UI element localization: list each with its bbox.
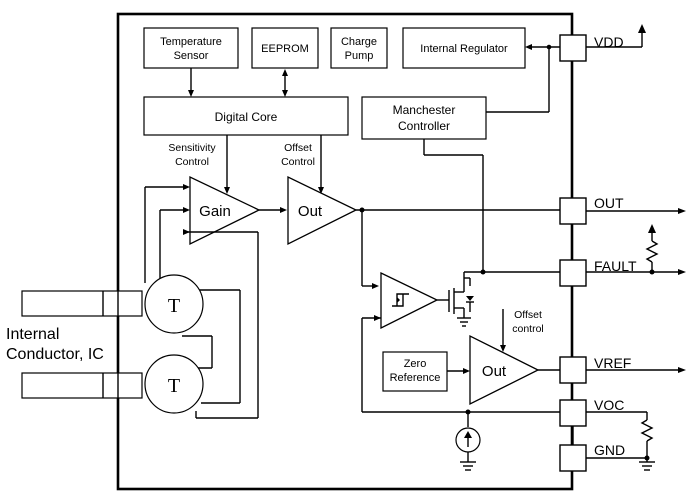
charge-pump-label-2: Pump: [345, 50, 374, 62]
sensitivity-control-label-1: Sensitivity: [168, 142, 216, 154]
offset-control-label-2: Control: [281, 156, 315, 168]
conductor-label-1: Internal: [6, 326, 59, 343]
eeprom-block: EEPROM: [251, 27, 319, 69]
conductor-bottom: [21, 372, 143, 399]
zero-reference-block: Zero Reference: [382, 351, 448, 392]
pin-gnd-label: GND: [594, 442, 625, 458]
charge-pump-block: Charge Pump: [330, 27, 388, 69]
manchester-label-1: Manchester: [393, 103, 456, 117]
eeprom-label: EEPROM: [261, 43, 309, 55]
internal-regulator-label: Internal Regulator: [420, 43, 508, 55]
offset-control-label-1: Offset: [284, 142, 312, 154]
zero-reference-label-2: Reference: [390, 372, 441, 384]
fault-comparator: [380, 271, 439, 330]
pin-vdd: [559, 34, 587, 62]
out-amp-label: Out: [298, 203, 323, 220]
pin-out-label: OUT: [594, 195, 624, 211]
temperature-sensor-label-1: Temperature: [160, 36, 222, 48]
offset-control-lower-label-2: control: [512, 323, 544, 335]
sensitivity-control-label-2: Control: [175, 156, 209, 168]
internal-regulator-block: Internal Regulator: [402, 27, 526, 69]
ic-outline: [116, 12, 574, 491]
charge-pump-label-1: Charge: [341, 36, 377, 48]
out-amplifier: Out: [287, 175, 358, 246]
gain-label: Gain: [199, 203, 231, 220]
conductor-top: [21, 290, 143, 317]
manchester-label-2: Controller: [398, 119, 450, 133]
zero-reference-label-1: Zero: [404, 358, 427, 370]
current-source: [455, 427, 481, 471]
vref-out-label: Out: [482, 363, 507, 380]
fault-mosfet: [448, 277, 474, 327]
pin-out: [559, 197, 587, 225]
hall-element-bottom: T: [144, 354, 204, 414]
pin-fault-label: FAULT: [594, 258, 637, 274]
pin-gnd: [559, 444, 587, 472]
digital-core-label: Digital Core: [215, 110, 278, 124]
vref-out-amplifier: Out: [469, 334, 540, 406]
pin-fault: [559, 259, 587, 287]
gain-amplifier: Gain: [189, 175, 261, 246]
hall-top-label: T: [168, 295, 180, 317]
pin-vref-label: VREF: [594, 355, 631, 371]
hall-bottom-label: T: [168, 375, 180, 397]
pin-voc: [559, 399, 587, 427]
digital-core-block: Digital Core: [143, 96, 349, 136]
pin-voc-label: VOC: [594, 397, 624, 413]
temperature-sensor-label-2: Sensor: [174, 50, 209, 62]
hall-element-top: T: [144, 274, 204, 334]
pin-vref: [559, 356, 587, 384]
conductor-label-2: Conductor, IC: [6, 346, 104, 363]
manchester-controller-block: Manchester Controller: [361, 96, 487, 140]
pin-vdd-label: VDD: [594, 34, 624, 50]
temperature-sensor-block: Temperature Sensor: [143, 27, 239, 69]
offset-control-lower-label-1: Offset: [514, 309, 542, 321]
